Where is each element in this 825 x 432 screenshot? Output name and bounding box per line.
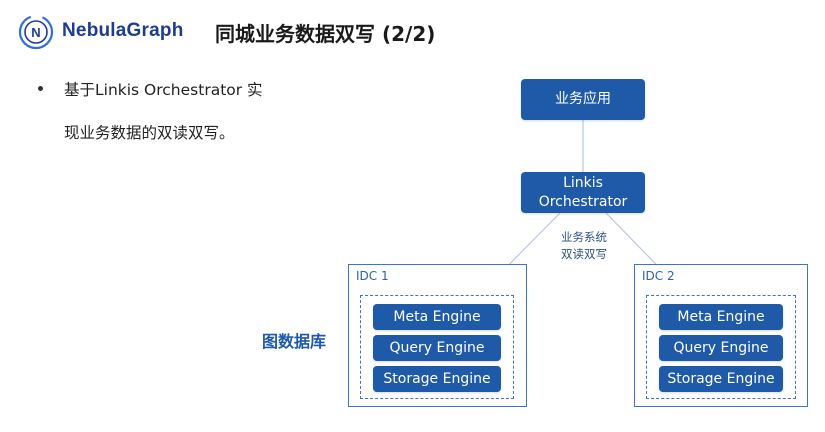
edge-label-line-1: 业务系统 bbox=[561, 230, 607, 244]
bullet-dot bbox=[38, 86, 43, 91]
idc1-box: IDC 1 Meta Engine Query Engine Storage E… bbox=[348, 264, 527, 407]
idc1-meta-engine: Meta Engine bbox=[373, 304, 501, 330]
idc2-engine-group: Meta Engine Query Engine Storage Engine bbox=[646, 295, 796, 399]
idc1-label: IDC 1 bbox=[356, 269, 389, 283]
brand-graph: Graph bbox=[126, 20, 184, 41]
idc2-label: IDC 2 bbox=[642, 269, 675, 283]
svg-text:N: N bbox=[31, 25, 40, 40]
bullet-text-line-2: 现业务数据的双读双写。 bbox=[64, 124, 235, 142]
idc2-box: IDC 2 Meta Engine Query Engine Storage E… bbox=[634, 264, 808, 407]
business-app-node: 业务应用 bbox=[521, 79, 645, 120]
idc1-storage-engine: Storage Engine bbox=[373, 366, 501, 392]
nebula-logo-icon: N bbox=[18, 14, 54, 50]
dual-write-edge-label: 业务系统 双读双写 bbox=[548, 229, 620, 263]
brand-name: NebulaGraph bbox=[62, 20, 184, 42]
idc2-meta-engine: Meta Engine bbox=[659, 304, 783, 330]
orchestrator-label-line-1: Linkis bbox=[563, 174, 603, 191]
orchestrator-node: Linkis Orchestrator bbox=[521, 172, 645, 213]
orchestrator-label-line-2: Orchestrator bbox=[538, 193, 628, 210]
idc1-engine-group: Meta Engine Query Engine Storage Engine bbox=[360, 295, 514, 399]
bullet-text-line-1: 基于Linkis Orchestrator 实 bbox=[64, 81, 263, 99]
graph-database-label: 图数据库 bbox=[262, 332, 327, 351]
idc1-query-engine: Query Engine bbox=[373, 335, 501, 361]
page-title: 同城业务数据双写 (2/2) bbox=[215, 22, 436, 46]
idc2-query-engine: Query Engine bbox=[659, 335, 783, 361]
edge-label-line-2: 双读双写 bbox=[561, 247, 607, 261]
idc2-storage-engine: Storage Engine bbox=[659, 366, 783, 392]
brand-nebula: Nebula bbox=[62, 20, 127, 41]
